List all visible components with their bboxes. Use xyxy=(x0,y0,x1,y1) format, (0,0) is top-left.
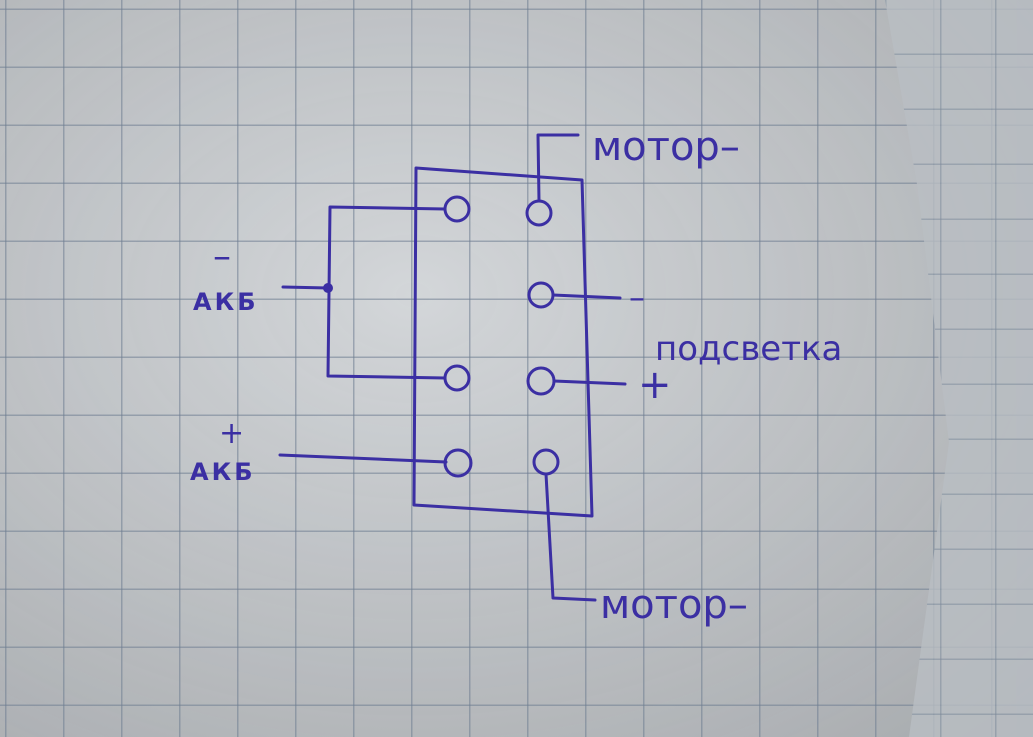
terminal-circle xyxy=(527,281,555,309)
label-akb-minus: АКБ xyxy=(193,288,258,316)
label-backlight-plus: + xyxy=(638,362,672,408)
wires xyxy=(278,133,627,602)
terminal-circle xyxy=(443,195,471,223)
label-motor-bottom: мотор– xyxy=(600,582,748,628)
terminal-circle xyxy=(526,366,556,396)
label-akb-plus: АКБ xyxy=(190,458,255,486)
label-akb-plus-sign: + xyxy=(219,416,244,451)
label-motor-top: мотор– xyxy=(592,124,740,170)
terminal-circle xyxy=(525,199,553,227)
label-backlight-minus: – xyxy=(629,278,645,316)
label-akb-minus-sign: – xyxy=(213,236,231,277)
switch-body xyxy=(412,166,594,518)
terminal-circle xyxy=(443,364,471,392)
terminal-circle xyxy=(443,448,473,478)
label-backlight: подсветка xyxy=(655,329,842,369)
terminals xyxy=(443,195,560,478)
terminal-circle xyxy=(532,448,560,476)
